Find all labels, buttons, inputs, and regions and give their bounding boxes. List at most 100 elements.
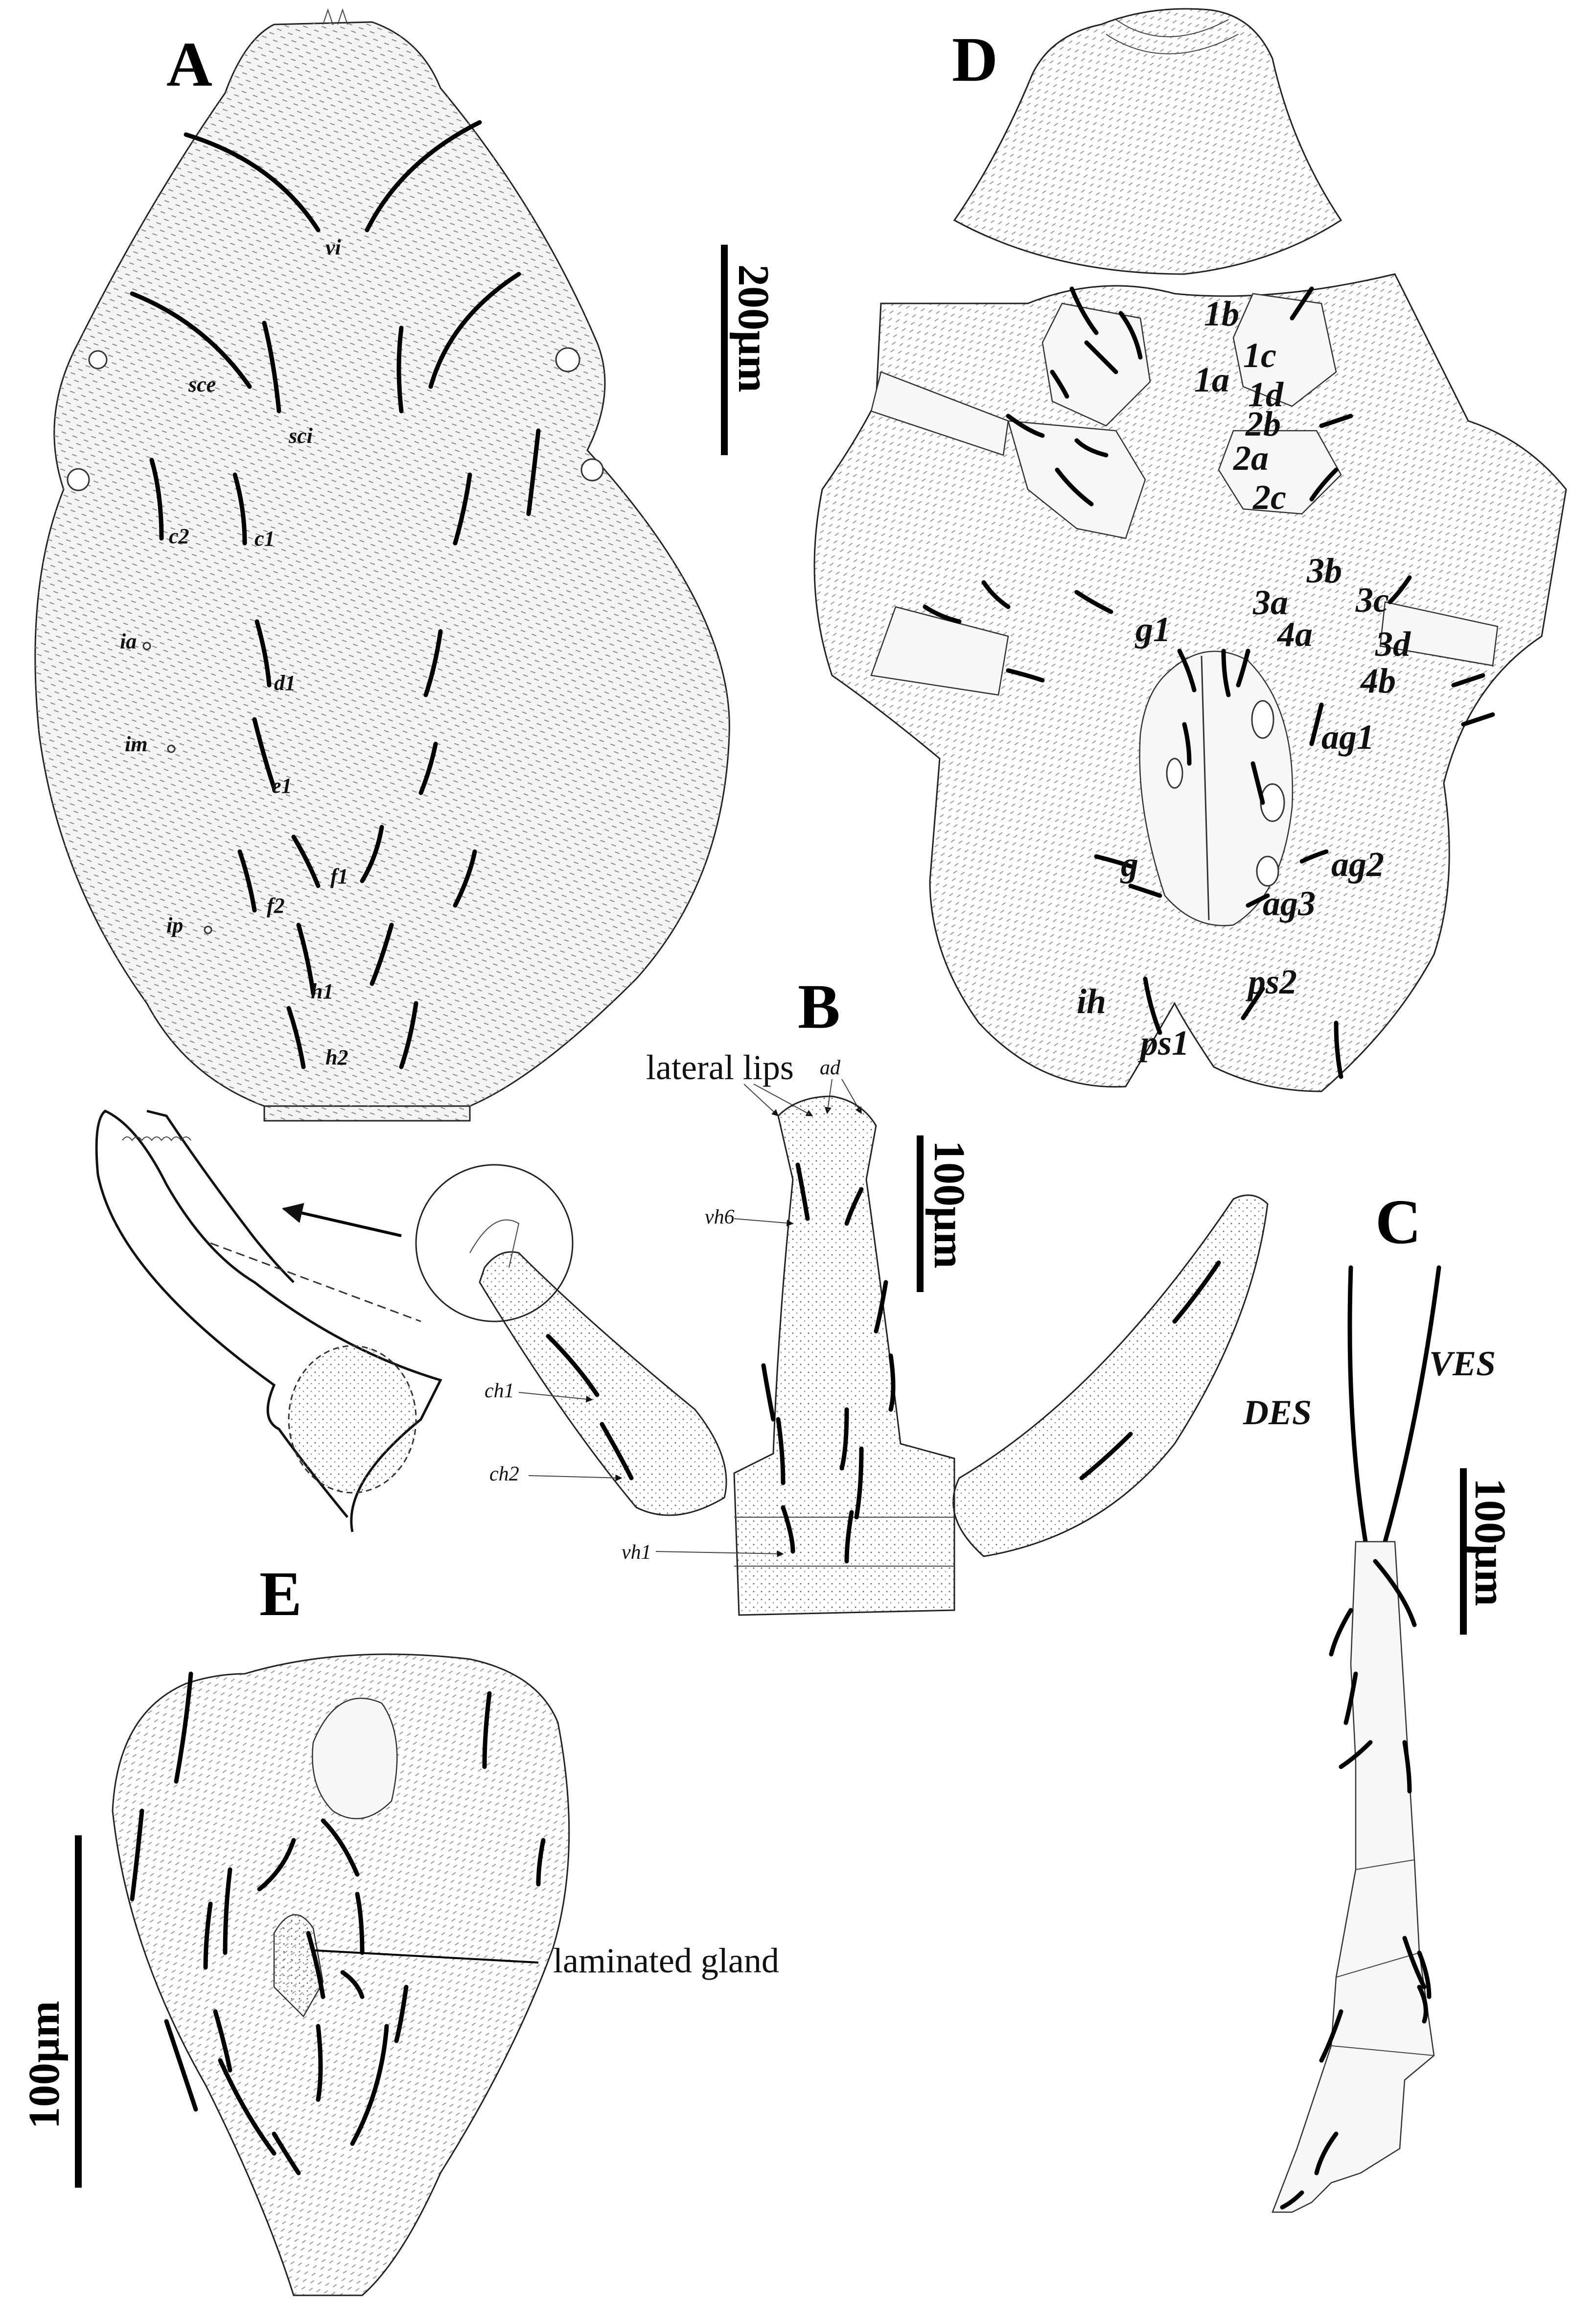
panel-d-acetabulum-3	[1166, 758, 1183, 789]
label-g1: g1	[1134, 610, 1171, 649]
panel-e-gland-pointer	[313, 1949, 539, 1964]
panel-a-pore-im	[167, 744, 176, 753]
panel-d-coxa-1-left	[1041, 302, 1151, 427]
panel-d-letter: D	[952, 24, 998, 95]
panel-d-coxa-2-right	[1218, 430, 1342, 515]
label-im: im	[125, 732, 147, 756]
panel-e-scale-label: 100µm	[20, 2001, 69, 2129]
label-h1: h1	[311, 979, 333, 1003]
panel-b-ad-label: ad	[820, 1057, 841, 1079]
label-ag2: ag2	[1331, 845, 1384, 884]
panel-b-ch1-label: ch1	[485, 1380, 514, 1402]
panel-a-eye-right-2	[580, 458, 604, 482]
label-vi: vi	[325, 235, 342, 259]
label-1a: 1a	[1194, 360, 1229, 399]
label-3a: 3a	[1252, 583, 1288, 622]
label-ps1: ps1	[1137, 1023, 1189, 1063]
panel-d-mouth	[1115, 19, 1229, 37]
panel-d-gnathosoma	[953, 8, 1342, 275]
label-2b: 2b	[1245, 404, 1281, 443]
label-4a: 4a	[1276, 615, 1313, 654]
label-f2: f2	[267, 894, 285, 918]
panel-e-inner-opening	[312, 1697, 398, 1820]
panel-a-striation	[35, 22, 730, 1106]
panel-d-genital-slit	[1201, 655, 1210, 921]
label-g: g	[1120, 845, 1138, 884]
panel-c-letter: C	[1375, 1187, 1421, 1257]
label-ih: ih	[1077, 982, 1106, 1021]
label-ps2: ps2	[1245, 962, 1297, 1001]
panel-d-labels: 1b 1c 1a 1d 2b 2a 2c 3b 3c 3a 3d 4a 4b g…	[1077, 294, 1411, 1063]
panel-c-setae	[1280, 1559, 1432, 2210]
label-d1: d1	[274, 671, 296, 695]
panel-a-pore-ia	[142, 642, 151, 650]
panel-a-eye-left-2	[67, 468, 90, 491]
panel-b-lateral-lips-label: lateral lips	[646, 1048, 794, 1087]
panel-a-letter: A	[166, 29, 212, 100]
panel-b-setae	[546, 1162, 1221, 1564]
panel-b-chelicera-left	[479, 1251, 727, 1516]
panel-d-coxa-1-right	[1232, 293, 1337, 407]
panel-c-leg	[1272, 1541, 1435, 2213]
panel-e-gland-label: laminated gland	[553, 1941, 779, 1980]
panel-b-enlarge-arrow	[281, 1202, 402, 1237]
label-ip: ip	[166, 913, 183, 937]
panel-b-ch2-label: ch2	[489, 1463, 519, 1485]
panel-b: B lateral lips ad vh	[95, 971, 1269, 1616]
panel-c-scale-label: 100µm	[1466, 1478, 1514, 1606]
panel-e-letter: E	[259, 1559, 302, 1629]
panel-b-tip-circle	[415, 1164, 574, 1322]
label-3d: 3d	[1375, 624, 1411, 664]
panel-a: A	[34, 8, 778, 1122]
label-ia: ia	[120, 629, 137, 653]
label-1c: 1c	[1243, 336, 1276, 375]
label-3c: 3c	[1355, 580, 1389, 620]
label-sce: sce	[188, 372, 216, 396]
panel-c-des-label: DES	[1243, 1393, 1312, 1432]
label-4b: 4b	[1360, 661, 1396, 700]
panel-b-vh6-label: vh6	[705, 1206, 735, 1228]
label-c2: c2	[169, 524, 189, 548]
panel-e-setae	[130, 1671, 546, 2175]
label-1d: 1d	[1248, 375, 1284, 414]
panel-d-acetabulum-1	[1251, 700, 1274, 739]
panel-a-labels: vi sce sci c2 c1 ia d1 im e1 f1 f2 ip h1…	[120, 235, 348, 1069]
panel-d-setae	[923, 286, 1495, 1079]
panel-a-setae	[130, 120, 541, 1069]
label-3b: 3b	[1306, 551, 1342, 590]
panel-d-leg-stub-4	[1379, 601, 1499, 667]
panel-e: E laminated gland 100µm	[20, 1559, 779, 2296]
label-sci: sci	[288, 424, 313, 448]
panel-b-vh1-label: vh1	[622, 1541, 651, 1564]
label-2c: 2c	[1252, 478, 1286, 517]
label-ag3: ag3	[1263, 884, 1316, 923]
panel-c-ves-label: VES	[1429, 1344, 1496, 1383]
panel-d: D	[813, 8, 1567, 1092]
label-e1: e1	[272, 774, 292, 798]
panel-d-coxa-2-left	[1007, 420, 1146, 539]
panel-b-enlarged-gland	[288, 1345, 417, 1494]
panel-d-acetabulum-4	[1256, 855, 1279, 887]
panel-a-gnathosoma-tip	[323, 8, 348, 25]
panel-a-eye-left	[88, 350, 108, 370]
label-ag1: ag1	[1321, 717, 1374, 757]
panel-c-ves-seta	[1383, 1265, 1441, 1544]
panel-a-posterior	[263, 1105, 471, 1122]
panel-d-leg-stub-3	[870, 606, 1009, 696]
label-2a: 2a	[1233, 439, 1269, 478]
panel-b-chelicera-right	[952, 1194, 1269, 1557]
label-c1: c1	[254, 527, 275, 551]
panel-c-des-seta	[1347, 1265, 1368, 1544]
label-1b: 1b	[1204, 294, 1239, 333]
panel-c: C VES DES 100µm	[1243, 1187, 1514, 2213]
panel-a-eye-right	[555, 347, 580, 372]
label-f1: f1	[330, 864, 348, 888]
panel-a-pore-ip	[204, 925, 212, 934]
label-h2: h2	[325, 1045, 348, 1069]
panel-e-outline	[112, 1653, 570, 2296]
panel-d-leg-stub-1	[870, 371, 1009, 456]
panel-b-scale-label: 100µm	[925, 1140, 973, 1269]
panel-a-scale-label: 200µm	[729, 264, 778, 393]
